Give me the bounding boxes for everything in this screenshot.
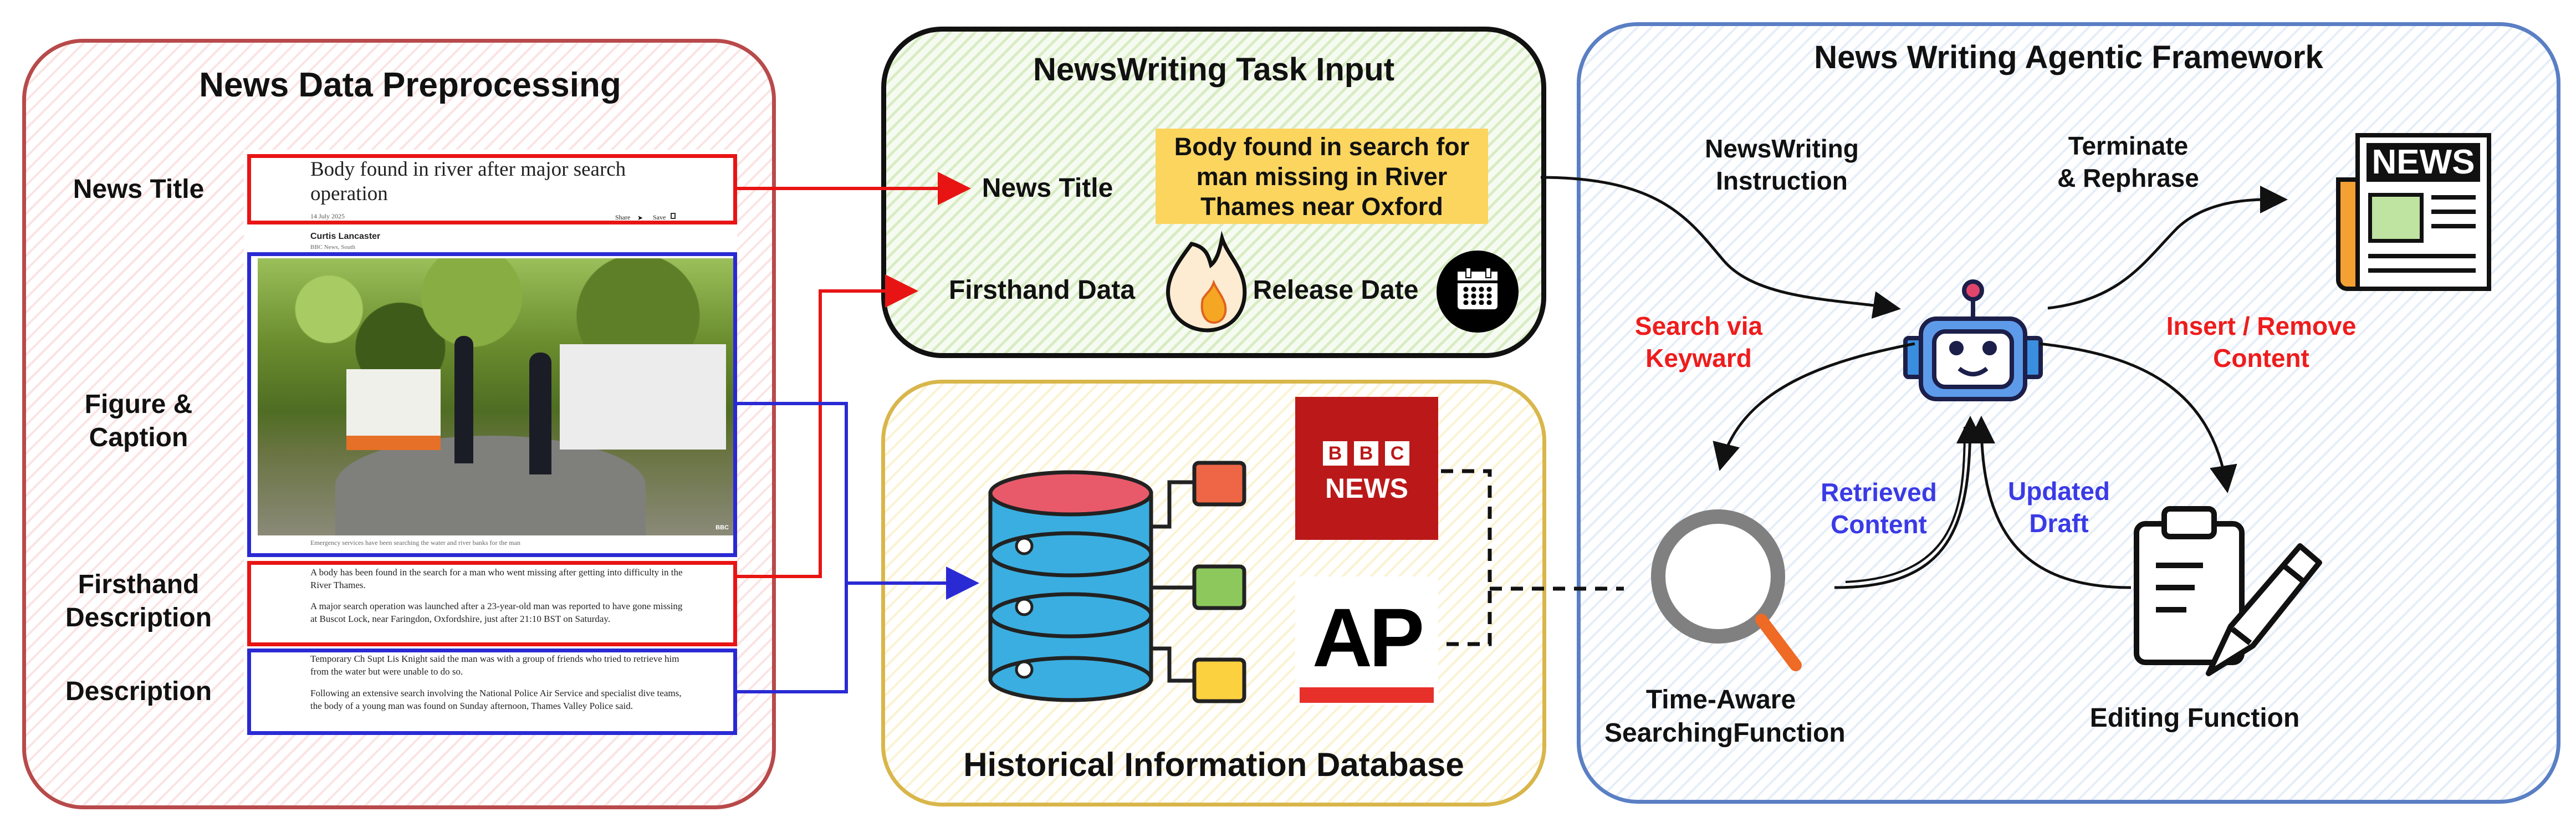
task-input-title: NewsWriting Task Input bbox=[881, 51, 1546, 88]
task-news-title-value: Body found in search for man missing in … bbox=[1156, 129, 1488, 224]
search-keyword-label: Search via Keyward bbox=[1607, 310, 1790, 374]
calendar-icon bbox=[1437, 251, 1519, 333]
article-author-role: BBC News, South bbox=[310, 244, 355, 251]
terminate-rephrase-label: Terminate & Rephrase bbox=[2040, 130, 2217, 194]
task-news-title-label: News Title bbox=[964, 172, 1131, 205]
release-date-label: Release Date bbox=[1241, 274, 1430, 307]
description-box bbox=[247, 649, 737, 735]
firsthand-data-label: Firsthand Data bbox=[937, 274, 1147, 307]
figure-box bbox=[247, 252, 737, 557]
label-figure-caption: Figure & Caption bbox=[50, 388, 227, 455]
search-function-label: Time-Aware SearchingFunction bbox=[1604, 683, 1837, 750]
editing-function-label: Editing Function bbox=[2062, 702, 2328, 735]
bbc-news-logo: B B C NEWS bbox=[1295, 397, 1438, 540]
firsthand-box bbox=[247, 561, 737, 646]
preprocessing-title: News Data Preprocessing bbox=[22, 65, 798, 105]
label-news-title: News Title bbox=[50, 173, 227, 206]
ap-logo: AP bbox=[1295, 576, 1438, 705]
newspaper-icon: NEWS bbox=[2336, 133, 2491, 291]
database-title: Historical Information Database bbox=[881, 746, 1546, 784]
instruction-label: NewsWriting Instruction bbox=[1679, 133, 1884, 197]
updated-draft-label: Updated Draft bbox=[1984, 476, 2134, 539]
label-firsthand-description: Firsthand Description bbox=[39, 568, 238, 635]
label-description: Description bbox=[50, 675, 227, 708]
agentic-title: News Writing Agentic Framework bbox=[1577, 39, 2560, 76]
insert-remove-label: Insert / Remove Content bbox=[2150, 310, 2372, 374]
title-box bbox=[247, 154, 737, 224]
database-panel bbox=[881, 380, 1546, 806]
article-author: Curtis Lancaster bbox=[310, 232, 380, 242]
retrieved-content-label: Retrieved Content bbox=[1796, 477, 1962, 540]
